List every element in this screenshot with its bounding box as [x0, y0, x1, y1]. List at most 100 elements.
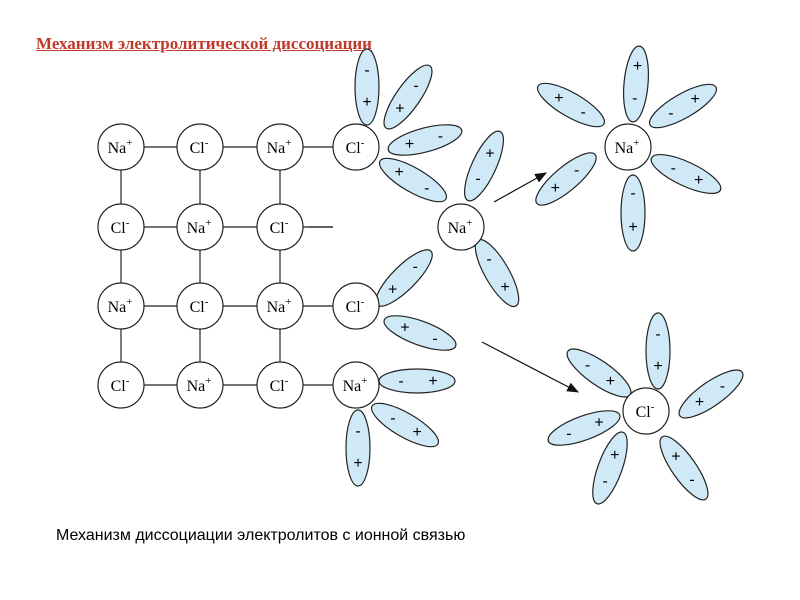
ion-label: Na+: [267, 137, 292, 157]
water-molecule: +-: [678, 369, 744, 419]
dipole-sign: +: [362, 94, 371, 111]
ion-label: Cl-: [111, 217, 130, 237]
water-molecule: -+: [648, 83, 718, 129]
ion-label: Cl-: [270, 217, 289, 237]
water-molecule: -+: [547, 410, 621, 446]
dipole-sign: -: [574, 162, 579, 179]
ions: Na+ Cl- Na+ Cl- Cl- Na+ Cl- Na+ Cl- Na+ Cl- Cl- Na+ C…: [97, 123, 670, 435]
separated-chloride-ion: Cl-: [622, 387, 670, 435]
separated-sodium-ion: Na+: [604, 123, 652, 171]
page-title: Механизм электролитической диссоциации: [36, 34, 372, 53]
dipole-sign: +: [500, 279, 509, 296]
water-molecules: -+-+-+-++-+--++--+-+-++-+--++--+-+-+-++-…: [345, 45, 744, 505]
dipole-sign: -: [632, 90, 637, 107]
dipole-sign: +: [594, 415, 603, 432]
dipole-sign: -: [364, 62, 369, 79]
ion-circle: [622, 387, 670, 435]
ion-label: Na+: [187, 375, 212, 395]
water-molecule: -+: [650, 154, 722, 194]
ion-circle: [256, 282, 304, 330]
water-molecule: -+: [378, 368, 456, 394]
ion-circle: [256, 361, 304, 409]
ion-label: Na+: [615, 137, 640, 157]
ion-circle: [97, 123, 145, 171]
ion-circle: [97, 361, 145, 409]
ion-circle: [176, 203, 224, 251]
dipole-sign: +: [428, 373, 437, 390]
ion-label: Cl-: [190, 137, 209, 157]
water-molecule: -+: [354, 48, 380, 126]
water-molecule: -+: [383, 64, 433, 130]
ion-circle: [332, 282, 380, 330]
dipole-sign: +: [671, 449, 680, 466]
dipole-sign: +: [388, 281, 397, 298]
dissociation-arrows: [481, 172, 580, 393]
lattice-ion-sodium: Na+: [256, 282, 304, 330]
dipole-sign: +: [405, 136, 414, 153]
water-molecule: -+: [566, 348, 632, 398]
lattice-ion-sodium: Na+: [256, 123, 304, 171]
dipole-sign: +: [610, 447, 619, 464]
ion-label: Cl-: [270, 375, 289, 395]
ion-circle: [97, 203, 145, 251]
water-molecule: +-: [592, 431, 628, 505]
water-molecule: +-: [535, 152, 597, 206]
dipole-sign: +: [554, 90, 563, 107]
ion-label: Cl-: [346, 296, 365, 316]
ion-label: Cl-: [636, 401, 655, 421]
water-molecule: +-: [464, 130, 504, 202]
ion-label: Na+: [448, 217, 473, 237]
dipole-sign: -: [603, 473, 608, 490]
dipole-sign: -: [566, 425, 571, 442]
lattice-ion-sodium: Na+: [97, 282, 145, 330]
ion-label: Na+: [267, 296, 292, 316]
dipole-sign: +: [694, 172, 703, 189]
water-molecule: -+: [474, 238, 520, 308]
ion-circle: [176, 361, 224, 409]
hydrated-sodium-ion: Na+: [437, 203, 485, 251]
water-molecule: +-: [383, 315, 457, 351]
dipole-sign: +: [633, 58, 642, 75]
water-molecule: -+: [345, 409, 371, 487]
dipole-sign: -: [689, 471, 694, 488]
ion-circle: [176, 123, 224, 171]
water-molecule: -+: [645, 312, 671, 390]
dipole-sign: -: [475, 171, 480, 188]
lattice-ion-sodium: Na+: [332, 361, 380, 409]
lattice-ion-sodium: Na+: [97, 123, 145, 171]
dipole-sign: -: [355, 423, 360, 440]
dipole-sign: +: [485, 145, 494, 162]
dipole-sign: -: [668, 105, 673, 122]
lattice-ion-sodium: Na+: [176, 361, 224, 409]
ion-label: Na+: [343, 375, 368, 395]
dipole-sign: +: [695, 394, 704, 411]
diagram-caption: Механизм диссоциации электролитов с ионн…: [56, 527, 466, 544]
dipole-sign: -: [720, 378, 725, 395]
lattice-ion-chloride: Cl-: [256, 361, 304, 409]
lattice-ion-chloride: Cl-: [97, 361, 145, 409]
ion-label: Cl-: [190, 296, 209, 316]
dipole-sign: +: [628, 219, 637, 236]
dipole-sign: -: [390, 410, 395, 427]
ion-circle: [604, 123, 652, 171]
dipole-sign: -: [432, 330, 437, 347]
ion-circle: [256, 203, 304, 251]
dipole-sign: -: [413, 259, 418, 276]
ion-circle: [256, 123, 304, 171]
ion-label: Na+: [187, 217, 212, 237]
ion-label: Na+: [108, 296, 133, 316]
water-molecule: -+: [620, 174, 646, 252]
dipole-sign: +: [551, 180, 560, 197]
lattice-ion-chloride: Cl-: [332, 123, 380, 171]
water-molecule: -+: [378, 157, 448, 203]
dipole-sign: +: [353, 455, 362, 472]
crystal-lattice-bonds: [120, 146, 333, 386]
dipole-sign: +: [394, 164, 403, 181]
lattice-ion-chloride: Cl-: [176, 123, 224, 171]
ion-circle: [97, 282, 145, 330]
dipole-sign: -: [585, 357, 590, 374]
lattice-ion-chloride: Cl-: [97, 203, 145, 251]
dipole-sign: +: [395, 100, 404, 117]
lattice-ion-chloride: Cl-: [256, 203, 304, 251]
dipole-sign: +: [606, 373, 615, 390]
